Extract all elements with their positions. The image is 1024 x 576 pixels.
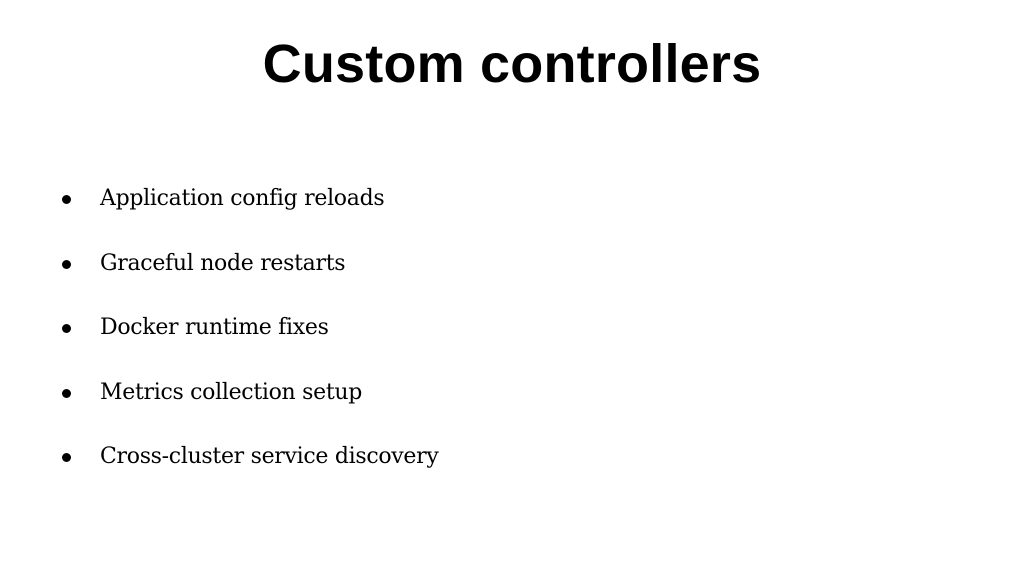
bullet-text: Graceful node restarts xyxy=(100,250,346,276)
list-item: Cross-cluster service discovery xyxy=(62,434,439,499)
bullet-text: Application config reloads xyxy=(100,186,385,211)
list-item: Graceful node restarts xyxy=(62,241,439,306)
list-item: Docker runtime fixes xyxy=(62,305,439,370)
slide-title: Custom controllers xyxy=(262,34,762,94)
list-item: Application config reloads xyxy=(62,176,439,241)
bullet-icon xyxy=(62,259,71,269)
bullet-text: Docker runtime fixes xyxy=(100,315,329,340)
bullet-text: Metrics collection setup xyxy=(100,379,363,405)
list-item: Metrics collection setup xyxy=(62,370,439,435)
bullet-text: Cross-cluster service discovery xyxy=(100,444,439,469)
bullet-icon xyxy=(62,388,71,398)
bullet-list: Application config reloads Graceful node… xyxy=(62,176,439,499)
bullet-icon xyxy=(62,453,71,462)
bullet-icon xyxy=(62,195,71,204)
bullet-icon xyxy=(62,324,71,333)
